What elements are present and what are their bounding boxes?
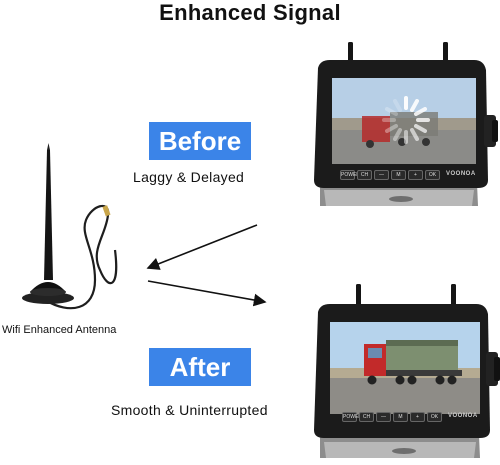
monitor-before-buttons: POWERCH—M+OK (340, 170, 442, 188)
before-badge: Before (149, 122, 251, 160)
power-button-label: POWER (342, 412, 362, 422)
monitor-after-brand: VOONOA (448, 413, 478, 419)
incoming-arrow (146, 224, 258, 270)
monitor-after-image (314, 284, 500, 458)
m-button-label: M (391, 170, 406, 180)
ok-button-label: OK (427, 412, 442, 422)
minus-button-label: — (376, 412, 391, 422)
monitor-before-brand: VOONOA (446, 171, 476, 177)
monitor-after-buttons: POWERCH—M+OK (342, 412, 444, 430)
outgoing-arrow (147, 280, 267, 307)
before-caption: Laggy & Delayed (133, 169, 245, 185)
ch-button-label: CH (357, 170, 372, 180)
plus-button-label: + (410, 412, 425, 422)
power-button-label: POWER (340, 170, 360, 180)
minus-button-label: — (374, 170, 389, 180)
after-caption: Smooth & Uninterrupted (111, 402, 268, 418)
ok-button-label: OK (425, 170, 440, 180)
m-button-label: M (393, 412, 408, 422)
monitor-before-image (314, 42, 498, 206)
antenna-icon (22, 143, 118, 310)
ch-button-label: CH (359, 412, 374, 422)
plus-button-label: + (408, 170, 423, 180)
arrows (146, 224, 267, 307)
after-badge: After (149, 348, 251, 386)
antenna-label: Wifi Enhanced Antenna (2, 324, 117, 336)
page-title: Enhanced Signal (159, 0, 341, 25)
